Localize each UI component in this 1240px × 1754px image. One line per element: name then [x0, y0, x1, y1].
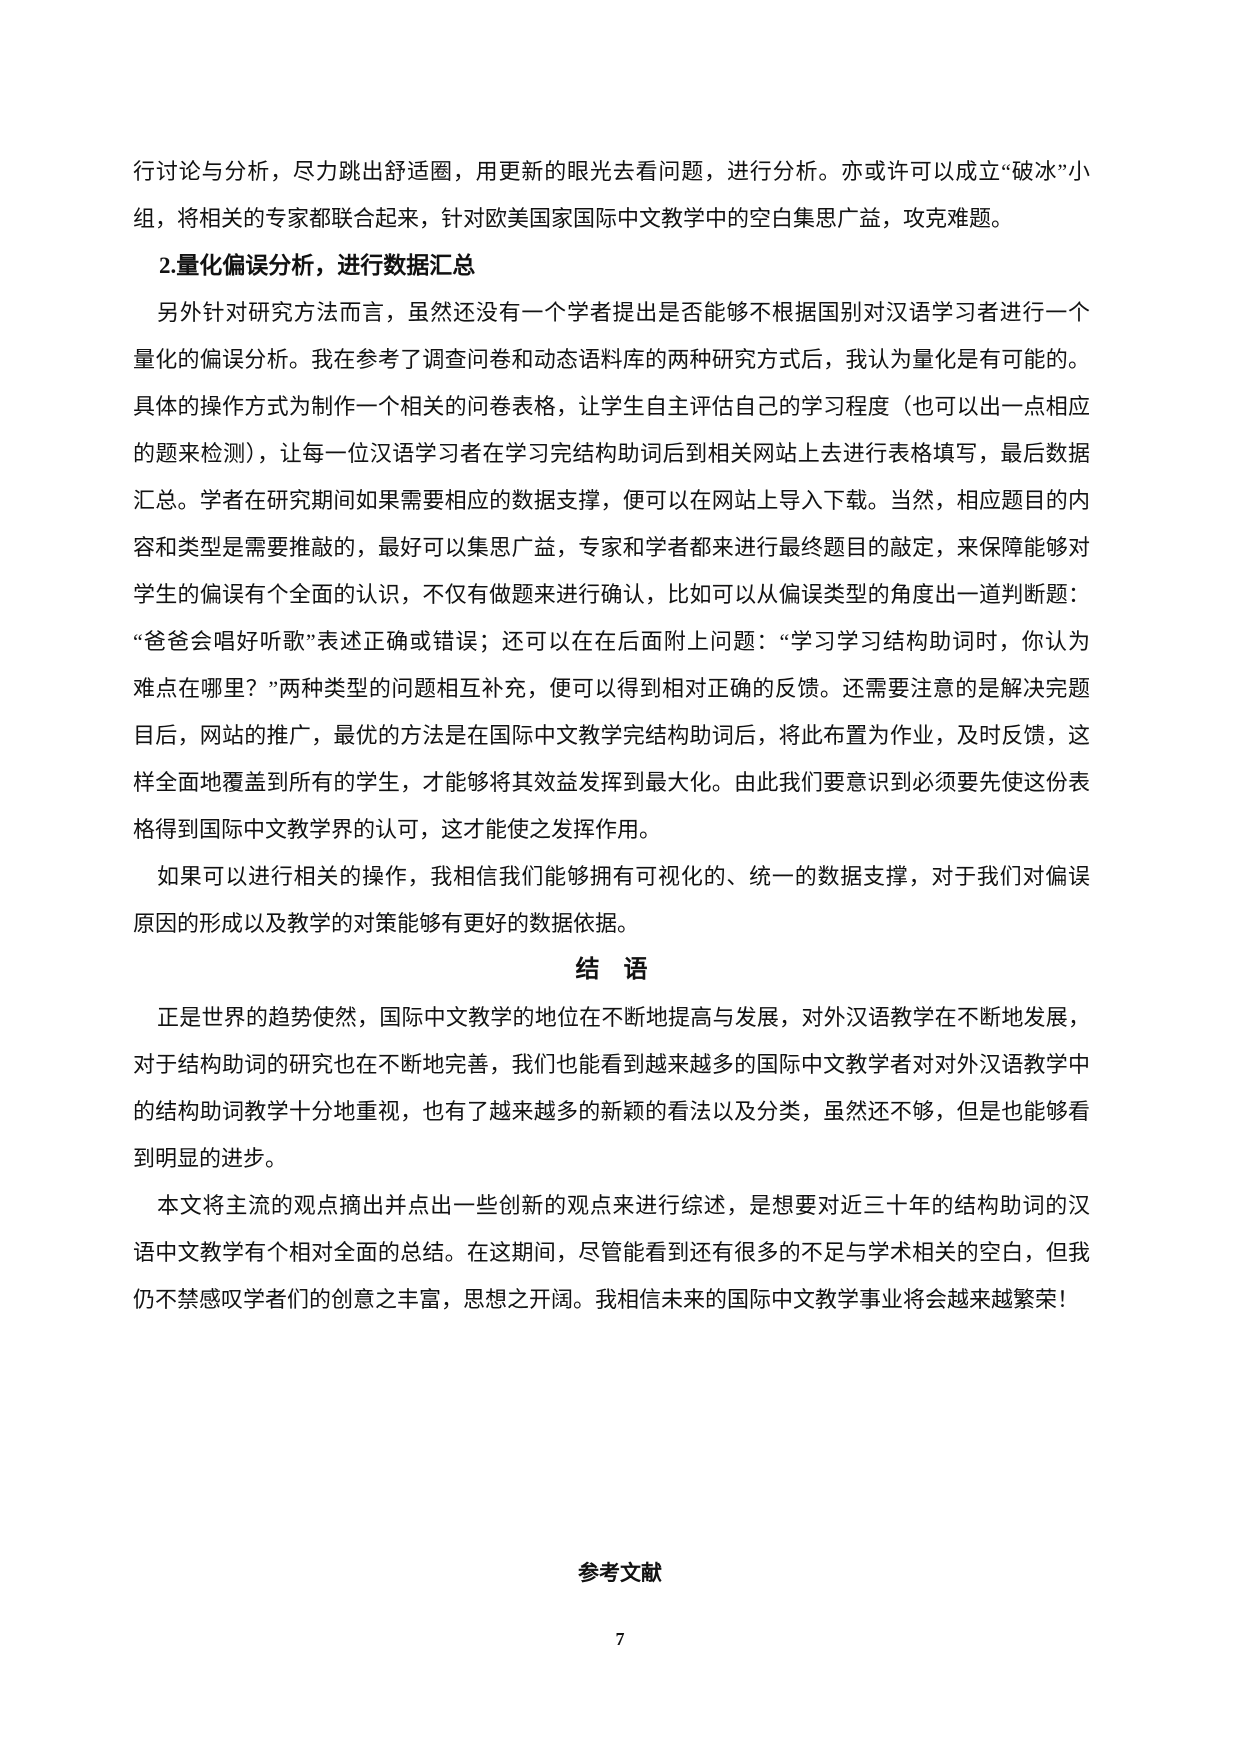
text-line: 仍不禁感叹学者们的创意之丰富，思想之开阔。我相信未来的国际中文教学事业将会越来越…	[133, 1287, 1080, 1312]
document-body: 行讨论与分析，尽力跳出舒适圈，用更新的眼光去看问题，进行分析。亦或许可以成立“破…	[133, 148, 1090, 1323]
text-line: 学生的偏误有个全面的认识，不仅有做题来进行确认，比如可以从偏误类型的角度出一道判…	[133, 582, 1090, 607]
text-line: 行讨论与分析，尽力跳出舒适圈，用更新的眼光去看问题，进行分析。亦或许可以成立“破…	[133, 159, 1090, 184]
text-line: 的题来检测），让每一位汉语学习者在学习完结构助词后到相关网站上去进行表格填写，最…	[133, 441, 1090, 466]
text-line: 量化的偏误分析。我在参考了调查问卷和动态语料库的两种研究方式后，我认为量化是有可…	[133, 347, 1090, 372]
section-heading-quantitative-error-analysis: 2.量化偏误分析，进行数据汇总	[159, 253, 476, 278]
text-line: 本文将主流的观点摘出并点出一些创新的观点来进行综述，是想要对近三十年的结构助词的…	[157, 1193, 1090, 1218]
page-number: 7	[615, 1629, 625, 1649]
text-line: 另外针对研究方法而言，虽然还没有一个学者提出是否能够不根据国别对汉语学习者进行一…	[157, 300, 1090, 325]
text-line: 的结构助词教学十分地重视，也有了越来越多的新颖的看法以及分类，虽然还不够，但是也…	[133, 1099, 1090, 1124]
text-line: 语中文教学有个相对全面的总结。在这期间，尽管能看到还有很多的不足与学术相关的空白…	[133, 1240, 1090, 1265]
text-line: 格得到国际中文教学界的认可，这才能使之发挥作用。	[133, 817, 662, 842]
text-line: “爸爸会唱好听歌”表述正确或错误；还可以在在后面附上问题：“学习学习结构助词时，…	[133, 629, 1090, 654]
text-line: 难点在哪里？”两种类型的问题相互补充，便可以得到相对正确的反馈。还需要注意的是解…	[133, 676, 1090, 701]
text-line: 具体的操作方式为制作一个相关的问卷表格，让学生自主评估自己的学习程度（也可以出一…	[133, 394, 1090, 419]
text-line: 汇总。学者在研究期间如果需要相应的数据支撑，便可以在网站上导入下载。当然，相应题…	[133, 488, 1090, 513]
text-line: 如果可以进行相关的操作，我相信我们能够拥有可视化的、统一的数据支撑，对于我们对偏…	[157, 864, 1090, 889]
conclusion-heading: 结 语	[575, 957, 648, 983]
text-line: 到明显的进步。	[133, 1146, 288, 1171]
text-line: 样全面地覆盖到所有的学生，才能够将其效益发挥到最大化。由此我们要意识到必须要先使…	[133, 770, 1090, 795]
text-line: 组，将相关的专家都联合起来，针对欧美国家国际中文教学中的空白集思广益，攻克难题。	[133, 206, 1014, 231]
text-line: 目后，网站的推广，最优的方法是在国际中文教学完结构助词后，将此布置为作业，及时反…	[133, 723, 1090, 748]
text-line: 原因的形成以及教学的对策能够有更好的数据依据。	[133, 911, 640, 936]
text-line: 容和类型是需要推敲的，最好可以集思广益，专家和学者都来进行最终题目的敲定，来保障…	[133, 535, 1090, 560]
text-line: 对于结构助词的研究也在不断地完善，我们也能看到越来越多的国际中文教学者对对外汉语…	[133, 1052, 1090, 1077]
references-heading: 参考文献	[578, 1561, 662, 1585]
text-line: 正是世界的趋势使然，国际中文教学的地位在不断地提高与发展，对外汉语教学在不断地发…	[157, 1005, 1090, 1030]
